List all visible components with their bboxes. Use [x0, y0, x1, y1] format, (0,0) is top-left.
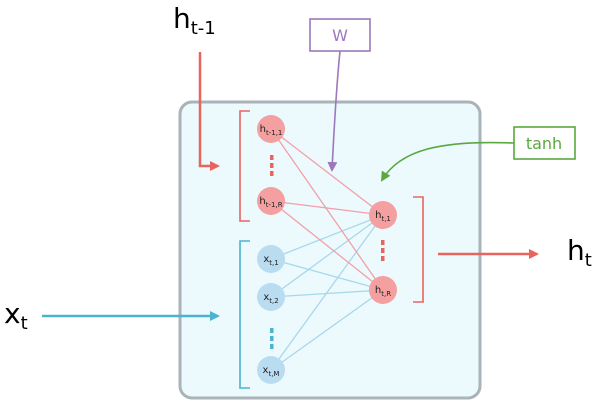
hidden-edge — [270, 200, 384, 216]
nodes: ht-1,1 ht-1,R xt,1 xt,2 xt,M ht,1 ht,R — [257, 115, 397, 384]
input-node-circle — [257, 283, 285, 311]
weight-box — [309, 18, 371, 52]
hidden-out-node-circle — [369, 201, 397, 229]
input-edge — [270, 214, 384, 371]
input-edge — [270, 214, 384, 298]
input-edge — [270, 289, 384, 371]
input-node-circle — [257, 245, 285, 273]
hidden-out-bracket — [413, 196, 424, 303]
hidden-out-ellipsis — [381, 240, 385, 261]
output-label: ht — [567, 234, 592, 271]
hidden-edge — [270, 128, 384, 216]
input-node: xt,2 — [257, 283, 285, 311]
activation-arrow — [380, 141, 515, 182]
hidden-out-node: ht,1 — [369, 201, 397, 229]
input-node: xt,M — [257, 356, 285, 384]
hidden-prev-bracket — [239, 110, 250, 222]
input-edge — [270, 258, 384, 291]
connection-edges — [270, 128, 384, 371]
hidden-prev-node-label: ht-1,R — [259, 196, 282, 209]
hidden-out-node-circle — [369, 276, 397, 304]
hidden-prev-node: ht-1,1 — [257, 115, 285, 143]
hidden-out-node: ht,R — [369, 276, 397, 304]
weight-label: W — [332, 26, 348, 45]
input-node-label: xt,M — [263, 365, 280, 378]
input-node-label: xt,2 — [263, 292, 278, 305]
hidden-prev-arrow — [198, 52, 220, 171]
hidden-prev-label: ht-1 — [173, 2, 216, 39]
input-bracket — [239, 240, 250, 389]
input-node-circle — [257, 356, 285, 384]
input-node-label: xt,1 — [263, 254, 278, 267]
hidden-prev-ellipsis — [270, 155, 274, 176]
weight-arrow — [327, 50, 341, 172]
activation-label: tanh — [526, 134, 562, 153]
input-ellipsis — [270, 328, 274, 349]
hidden-edge — [270, 200, 384, 291]
hidden-edge — [270, 128, 384, 291]
input-node: xt,1 — [257, 245, 285, 273]
input-label: xt — [4, 297, 28, 334]
input-edge — [270, 214, 384, 260]
hidden-out-node-label: ht,1 — [375, 210, 391, 223]
cell-panel — [178, 100, 482, 400]
hidden-prev-node-circle — [257, 115, 285, 143]
hidden-prev-node-circle — [257, 187, 285, 215]
activation-box — [513, 126, 576, 160]
hidden-out-node-label: ht,R — [375, 285, 391, 298]
hidden-prev-node: ht-1,R — [257, 187, 285, 215]
hidden-prev-node-label: ht-1,1 — [260, 124, 283, 137]
